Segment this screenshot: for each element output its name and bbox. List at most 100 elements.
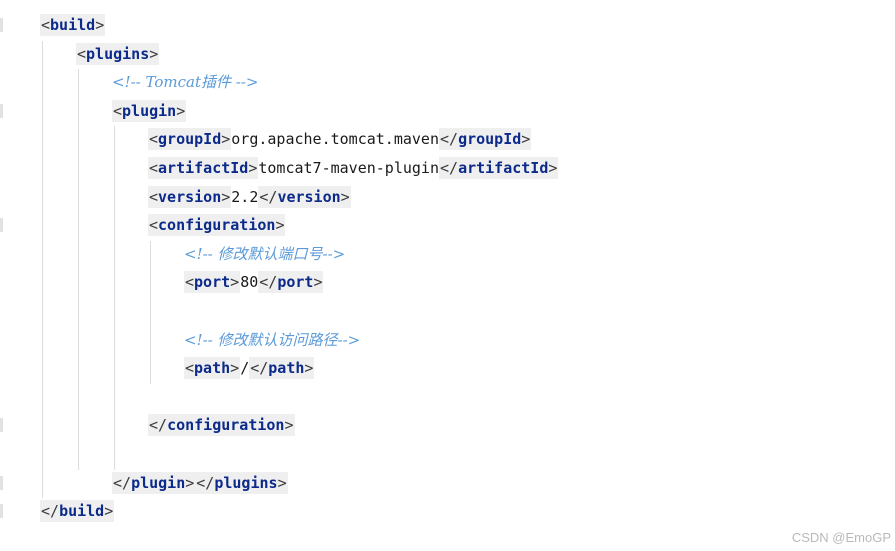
code-line: <!-- 修改默认访问路径--> [184,329,360,351]
xml-comment: <!-- Tomcat插件 --> [112,73,259,92]
angle-bracket: > [313,273,323,292]
angle-bracket: </ [250,359,269,378]
angle-bracket: < [77,44,87,63]
angle-bracket: < [41,16,51,34]
angle-bracket: > [521,130,531,149]
indent-guide [114,126,115,470]
tag-name: build [59,502,105,521]
close-tag: </artifactId> [439,157,559,179]
tag-value: 2.2 [231,187,259,206]
angle-bracket: > [548,159,558,177]
angle-bracket: </ [440,159,459,177]
code-line: </configuration> [148,414,295,437]
code-line: <path>/</path> [184,357,315,380]
tag-value: 80 [240,273,259,292]
xml-comment: <!-- 修改默认端口号--> [184,244,346,263]
angle-bracket: </ [259,273,278,292]
close-tag: </version> [258,185,351,208]
angle-bracket: < [185,273,195,292]
angle-bracket: > [221,187,231,206]
angle-bracket: > [104,502,114,521]
close-tag: </plugins> [195,471,288,494]
angle-bracket: > [149,44,159,63]
angle-bracket: </ [41,502,60,521]
angle-bracket: > [304,359,314,378]
gutter-marker [0,18,3,32]
code-line: <!-- Tomcat插件 --> [112,71,258,93]
tag-name: plugins [86,44,150,63]
gutter-marker [0,475,3,490]
code-line: <port>80</port> [184,271,324,294]
indent-guide [42,40,43,499]
tag-name: build [50,16,96,34]
tag-name: version [277,187,341,206]
indent-guide [150,240,151,384]
angle-bracket: </ [113,473,132,492]
tag-value: org.apache.tomcat.maven [231,130,439,149]
close-tag: </build> [40,500,115,523]
angle-bracket: < [149,216,159,235]
code-line: <build> [40,14,106,36]
close-tag: </groupId> [439,128,532,151]
tag-name: plugins [214,473,278,492]
close-tag: </port> [258,271,324,294]
gutter-marker [0,218,3,233]
open-tag: <path> [184,357,241,380]
angle-bracket: > [95,16,105,34]
open-tag: <port> [184,271,241,294]
angle-bracket: > [277,473,287,492]
tag-name: version [158,187,222,206]
code-line: <plugins> [76,42,160,65]
close-tag: </configuration> [148,414,295,437]
tag-name: path [194,359,231,378]
angle-bracket: </ [196,473,215,492]
gutter-marker [0,103,3,118]
open-tag: <artifactId> [148,157,259,179]
tag-name: port [277,273,314,292]
tag-name: plugin [122,101,177,120]
watermark: CSDN @EmoGP [791,530,891,545]
gutter-marker [0,504,3,519]
angle-bracket: > [275,216,285,235]
open-tag: <configuration> [148,214,286,237]
tag-name: configuration [158,216,276,235]
angle-bracket: > [284,416,294,435]
code-line: </plugin></plugins> [112,471,288,494]
angle-bracket: > [340,187,350,206]
angle-bracket: > [230,359,240,378]
open-tag: <plugins> [76,42,160,65]
angle-bracket: > [230,273,240,292]
code-line: <plugin> [112,99,187,122]
tag-name: artifactId [458,159,549,177]
tag-value: / [240,359,250,378]
tag-name: groupId [158,130,222,149]
angle-bracket: < [113,101,123,120]
code-line: <configuration> [148,214,286,237]
open-tag: <plugin> [112,99,187,122]
angle-bracket: < [149,159,159,177]
tag-name: port [194,273,231,292]
tag-name: artifactId [158,159,249,177]
angle-bracket: < [149,187,159,206]
code-line: <groupId>org.apache.tomcat.maven</groupI… [148,128,532,151]
code-line: <artifactId>tomcat7-maven-plugin</artifa… [148,157,559,179]
open-tag: <build> [40,14,106,36]
tag-name: configuration [167,416,285,435]
angle-bracket: > [185,473,195,492]
tag-name: path [268,359,305,378]
angle-bracket: </ [149,416,168,435]
angle-bracket: </ [440,130,459,149]
tag-name: plugin [131,473,186,492]
angle-bracket: </ [259,187,278,206]
tag-name: groupId [458,130,522,149]
angle-bracket: > [221,130,231,149]
tag-value: tomcat7-maven-plugin [258,159,439,177]
angle-bracket: > [248,159,258,177]
code-line: </build> [40,500,115,523]
angle-bracket: > [176,101,186,120]
open-tag: <version> [148,185,232,208]
code-line: <version>2.2</version> [148,185,351,208]
xml-comment: <!-- 修改默认访问路径--> [184,330,361,349]
open-tag: <groupId> [148,128,232,151]
